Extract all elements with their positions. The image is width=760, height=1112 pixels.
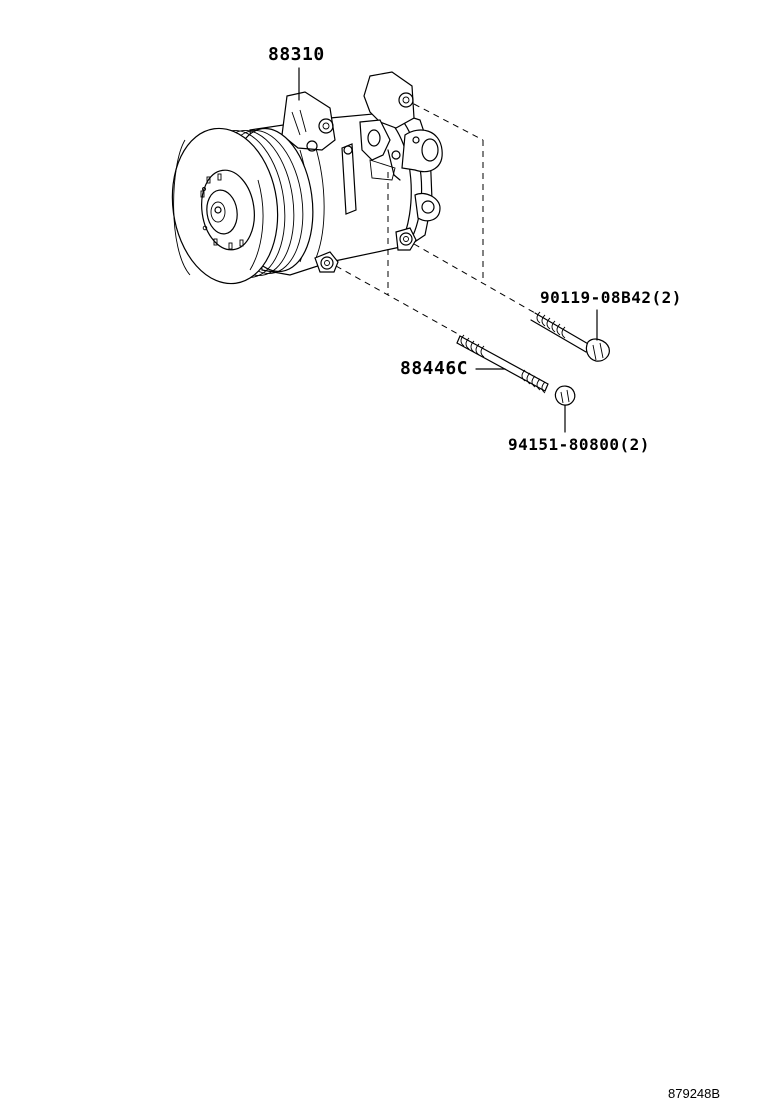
part-label-bolt[interactable]: 90119-08B42(2) [540, 288, 682, 307]
nut-illustration[interactable] [554, 385, 576, 433]
stud-illustration[interactable] [456, 334, 549, 394]
alignment-dashed-lines [335, 103, 536, 335]
bolt-illustration[interactable] [530, 309, 610, 362]
part-label-stud[interactable]: 88446C [400, 358, 469, 379]
diagram-reference-code: 879248B [668, 1086, 721, 1101]
compressor-illustration[interactable] [163, 67, 443, 290]
part-label-nut[interactable]: 94151-80800(2) [508, 435, 650, 454]
part-label-compressor[interactable]: 88310 [268, 44, 325, 65]
